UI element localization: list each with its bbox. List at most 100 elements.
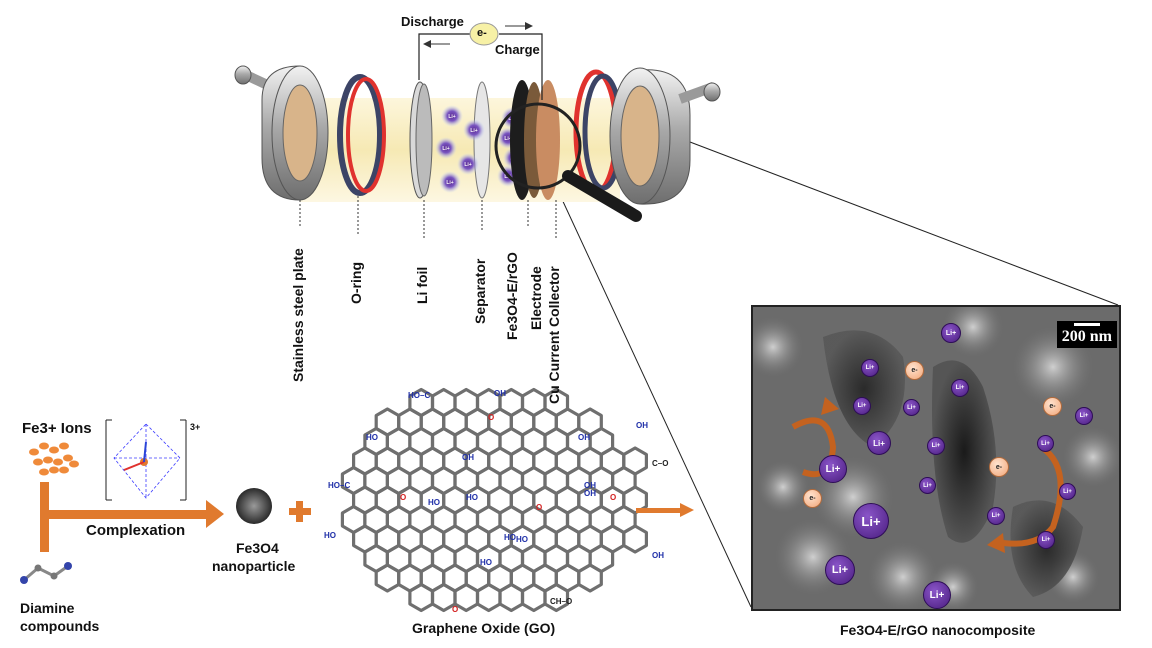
sem-texture-blob xyxy=(1063,427,1119,487)
sem-li-ion: Li+ xyxy=(919,477,936,494)
fe-ion-dot xyxy=(69,460,79,468)
cell-li-ion-label: Li+ xyxy=(504,136,511,142)
go-functional-group: HO xyxy=(466,493,478,502)
fe-ion-dot xyxy=(39,442,49,450)
zoom-line-top xyxy=(689,141,1119,306)
go-functional-group: OH xyxy=(636,421,648,430)
cell-li-ion xyxy=(463,119,485,141)
complex-charge-label: 3+ xyxy=(190,422,201,432)
sem-li-ion: Li+ xyxy=(941,323,961,343)
fe-ion-dot xyxy=(63,454,73,462)
diamine-label-1: Diamine xyxy=(20,600,75,616)
sem-image-panel: 200 nm Li+Li+e-Li+Li+Li+e-Li+Li+Li+Li+Li… xyxy=(751,305,1121,611)
nanoparticle-icon xyxy=(236,488,272,524)
sem-li-ion: Li+ xyxy=(927,437,945,455)
complexation-label: Complexation xyxy=(86,522,186,539)
go-functional-group: HO xyxy=(324,531,336,540)
sem-li-ion: Li+ xyxy=(1037,435,1054,452)
go-hexagon xyxy=(520,582,547,613)
arrow-to-sem xyxy=(636,503,694,517)
fe-ions-label: Fe3+ Ions xyxy=(22,420,92,437)
sem-curved-arrow-left xyxy=(791,417,837,478)
go-label: Graphene Oxide (GO) xyxy=(412,620,556,636)
diamine-molecule-icon xyxy=(20,562,72,584)
sem-electron: e- xyxy=(989,457,1009,477)
cell-li-ion-label: Li+ xyxy=(470,128,477,134)
cu-collector-label: Cu Current Collector xyxy=(546,266,562,404)
go-hexagon xyxy=(498,582,525,613)
sem-li-ion: Li+ xyxy=(825,555,855,585)
right-bolt xyxy=(678,81,721,104)
sem-li-ion: Li+ xyxy=(987,507,1005,525)
nanoparticle-label-1: Fe3O4 xyxy=(236,540,279,556)
go-functional-group: O xyxy=(400,493,406,502)
sem-li-ion: Li+ xyxy=(903,399,920,416)
fe-ion-dot xyxy=(29,448,39,456)
complexation-arrow xyxy=(40,482,224,552)
go-functional-group: OH xyxy=(652,551,664,560)
sem-li-ion: Li+ xyxy=(923,581,951,609)
sem-li-ion: Li+ xyxy=(1075,407,1093,425)
sem-electron: e- xyxy=(803,489,822,508)
go-functional-group: OH xyxy=(494,389,506,398)
cell-li-ion-label: Li+ xyxy=(446,180,453,186)
go-functional-group: OH xyxy=(462,453,474,462)
electron-bubble xyxy=(469,22,499,46)
diamine-label-2: compounds xyxy=(20,618,100,634)
sem-li-ion: Li+ xyxy=(861,359,879,377)
magnifier-icon xyxy=(494,102,642,222)
go-hexagon xyxy=(543,582,570,613)
external-circuit xyxy=(418,22,543,100)
sem-texture-blob xyxy=(753,317,803,377)
sem-caption: Fe3O4-E/rGO nanocomposite xyxy=(840,622,1036,638)
stainless-steel-label: Stainless steel plate xyxy=(290,248,306,382)
li-foil-disk xyxy=(409,81,433,199)
sem-texture-blob xyxy=(868,542,938,609)
sem-texture-blob xyxy=(943,307,1003,357)
oring-label: O-ring xyxy=(348,262,364,304)
go-functional-group: HO–C xyxy=(408,391,430,400)
graphene-oxide-lattice xyxy=(340,387,648,613)
plus-icon xyxy=(289,501,311,522)
cell-li-ion xyxy=(435,137,457,159)
go-hexagon xyxy=(374,563,401,593)
sem-li-ion: Li+ xyxy=(853,397,871,415)
go-functional-group: O xyxy=(452,605,458,614)
nanoparticle-label-2: nanoparticle xyxy=(212,558,296,574)
sem-texture-blob xyxy=(757,461,809,513)
charge-label: Charge xyxy=(495,42,540,57)
cell-li-ion xyxy=(457,153,479,175)
go-hexagon xyxy=(577,563,603,593)
electrode-name-label: Fe3O4-E/rGO xyxy=(504,252,520,340)
zoom-line-bottom xyxy=(559,194,752,608)
go-hexagon xyxy=(475,582,502,613)
go-functional-group: HO xyxy=(366,433,378,442)
label-leaders xyxy=(299,196,557,240)
fe-ion-dot xyxy=(39,468,49,476)
sem-li-ion: Li+ xyxy=(819,455,847,483)
fe-ion-dot xyxy=(59,442,69,450)
sem-li-ion: Li+ xyxy=(1059,483,1076,500)
go-functional-group: HO xyxy=(428,498,440,507)
go-hexagon xyxy=(622,524,648,554)
sem-li-ion: Li+ xyxy=(1037,531,1055,549)
go-functional-group: CH–O xyxy=(550,597,572,606)
cell-li-ion-label: Li+ xyxy=(442,146,449,152)
cell-li-ion-label: Li+ xyxy=(464,162,471,168)
left-oring xyxy=(337,74,386,196)
fe-ion-dot xyxy=(59,466,69,474)
go-functional-group: OH xyxy=(578,433,590,442)
go-functional-group: O xyxy=(610,493,616,502)
right-steel-plate xyxy=(609,67,691,205)
go-hexagon xyxy=(453,582,480,613)
go-functional-group: O xyxy=(536,503,542,512)
discharge-label: Discharge xyxy=(401,14,464,29)
fe-ion-dot xyxy=(49,446,59,454)
fe-ion-dots xyxy=(29,442,79,476)
go-functional-group: OH xyxy=(584,481,596,490)
octahedral-complex xyxy=(105,419,187,501)
left-steel-plate xyxy=(261,65,329,201)
go-functional-group: C–O xyxy=(652,459,668,468)
